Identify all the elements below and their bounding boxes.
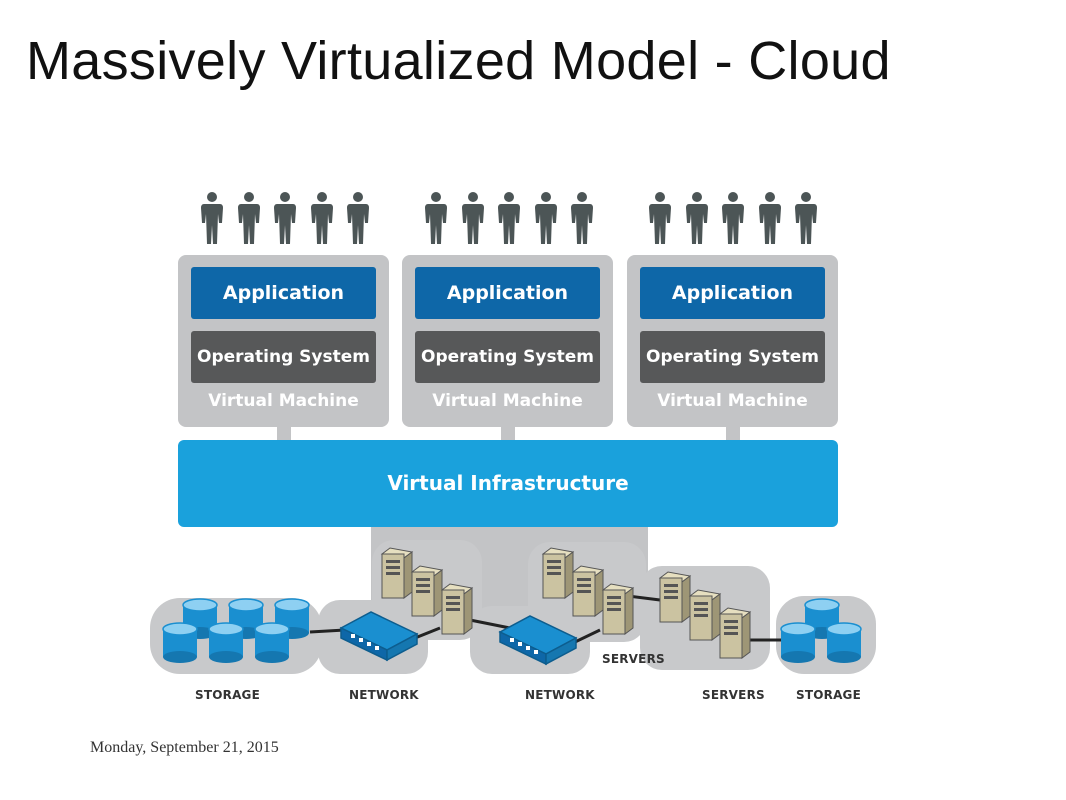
user-icon xyxy=(461,192,485,246)
vm-connector xyxy=(277,427,291,441)
storage-label-right: STORAGE xyxy=(796,688,862,702)
user-group-1 xyxy=(200,192,370,246)
user-icon xyxy=(273,192,297,246)
slide-footer-date: Monday, September 21, 2015 xyxy=(90,739,279,756)
virtual-machine-label: Virtual Machine xyxy=(208,391,359,411)
operating-system-box: Operating System xyxy=(640,331,825,383)
operating-system-box: Operating System xyxy=(415,331,600,383)
user-icon xyxy=(721,192,745,246)
user-icon xyxy=(648,192,672,246)
virtual-machine-2: Application Operating System Virtual Mac… xyxy=(402,255,613,427)
user-icon xyxy=(346,192,370,246)
virtual-infrastructure-bar: Virtual Infrastructure xyxy=(178,440,838,527)
operating-system-box: Operating System xyxy=(191,331,376,383)
application-box: Application xyxy=(191,267,376,319)
servers-label-middle: SERVERS xyxy=(602,652,665,666)
virtual-machine-label: Virtual Machine xyxy=(657,391,808,411)
user-icon xyxy=(570,192,594,246)
vm-connector xyxy=(726,427,740,441)
user-icon xyxy=(237,192,261,246)
user-icon xyxy=(424,192,448,246)
application-box: Application xyxy=(640,267,825,319)
virtual-machine-3: Application Operating System Virtual Mac… xyxy=(627,255,838,427)
slide-title: Massively Virtualized Model - Cloud xyxy=(26,31,891,91)
user-group-2 xyxy=(424,192,594,246)
user-icon xyxy=(497,192,521,246)
user-icon xyxy=(794,192,818,246)
user-icon xyxy=(310,192,334,246)
user-icon xyxy=(200,192,224,246)
servers-label-right: SERVERS xyxy=(702,688,765,702)
network-label-left: NETWORK xyxy=(349,688,419,702)
network-label-center: NETWORK xyxy=(525,688,595,702)
virtual-machine-label: Virtual Machine xyxy=(432,391,583,411)
user-group-3 xyxy=(648,192,818,246)
application-box: Application xyxy=(415,267,600,319)
storage-label-left: STORAGE xyxy=(195,688,261,702)
vm-connector xyxy=(501,427,515,441)
user-icon xyxy=(758,192,782,246)
user-icon xyxy=(685,192,709,246)
user-icon xyxy=(534,192,558,246)
virtual-machine-1: Application Operating System Virtual Mac… xyxy=(178,255,389,427)
